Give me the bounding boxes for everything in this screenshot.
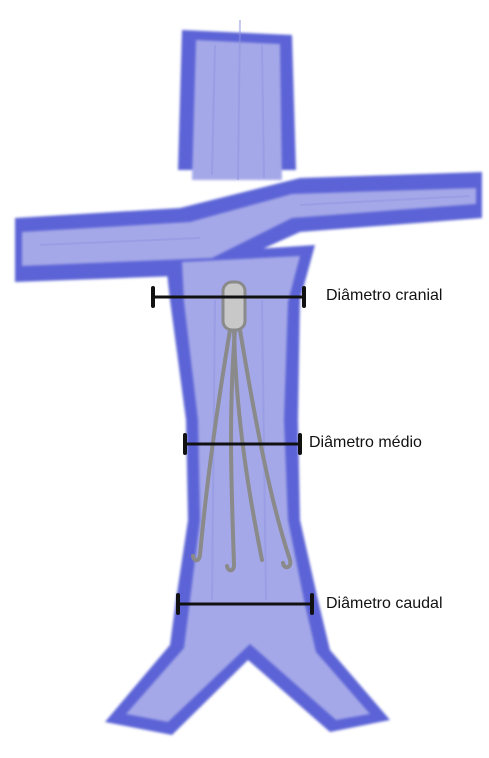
filter-head — [223, 282, 245, 330]
label-diametro-medio: Diâmetro médio — [309, 435, 422, 451]
label-diametro-caudal: Diâmetro caudal — [326, 596, 443, 612]
label-diametro-cranial: Diâmetro cranial — [326, 288, 442, 304]
